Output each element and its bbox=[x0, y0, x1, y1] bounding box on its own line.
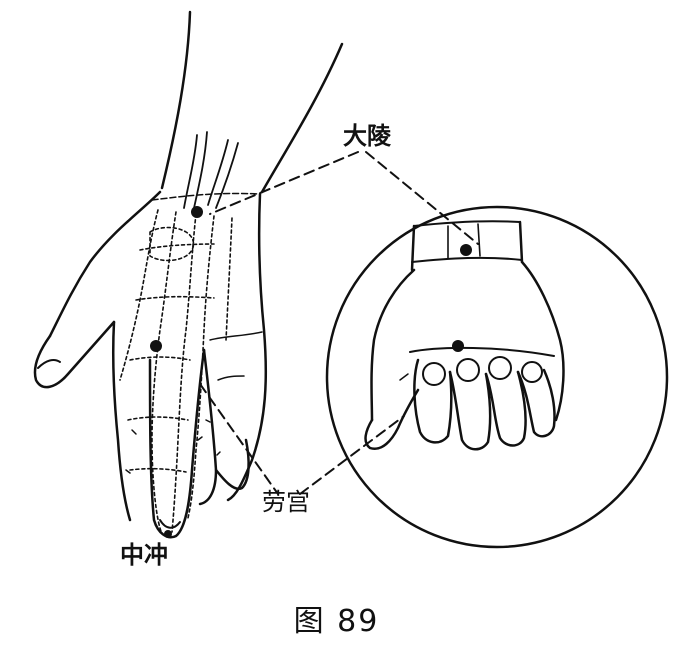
palm-outline-right bbox=[226, 192, 268, 502]
daling-point-open-hand bbox=[191, 206, 203, 218]
inset-circle bbox=[325, 205, 669, 549]
thumb-outline bbox=[33, 320, 116, 389]
forearm-outline bbox=[160, 10, 192, 190]
leader-lines bbox=[199, 151, 479, 495]
label-zhongchong: 中冲 bbox=[120, 541, 168, 569]
palm-outline-left bbox=[48, 190, 162, 338]
figure-caption: 图 89 bbox=[293, 604, 380, 639]
fist-illustration bbox=[364, 220, 565, 451]
laogong-point-open-hand bbox=[150, 340, 162, 352]
open-hand-illustration bbox=[33, 10, 344, 539]
wrist-crease bbox=[151, 192, 261, 201]
zhongchong-point bbox=[164, 530, 172, 538]
middle-finger-outline bbox=[148, 348, 206, 539]
laogong-point-fist bbox=[452, 340, 464, 352]
daling-point-fist bbox=[460, 244, 472, 256]
label-daling: 大陵 bbox=[343, 122, 391, 150]
label-laogong: 劳宫 bbox=[262, 488, 310, 516]
